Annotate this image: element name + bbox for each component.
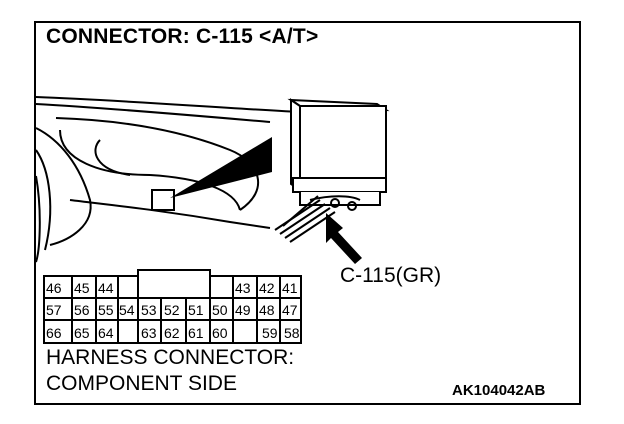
figure-code: AK104042AB bbox=[452, 382, 546, 399]
zoom-wedge bbox=[170, 137, 272, 198]
pin-60: 60 bbox=[212, 325, 228, 341]
pin-55: 55 bbox=[98, 302, 114, 318]
pin-labels: 46 45 44 43 42 41 57 56 55 54 53 52 51 5… bbox=[46, 280, 300, 341]
pin-50: 50 bbox=[212, 302, 228, 318]
pin-61: 61 bbox=[188, 325, 204, 341]
pin-44: 44 bbox=[98, 280, 114, 296]
connector-callout-label: C-115(GR) bbox=[340, 264, 442, 287]
pin-52: 52 bbox=[164, 302, 180, 318]
pin-48: 48 bbox=[259, 302, 275, 318]
pin-57: 57 bbox=[46, 302, 62, 318]
diagram-title: CONNECTOR: C-115 <A/T> bbox=[46, 25, 319, 48]
wire-harness bbox=[274, 195, 361, 243]
callout-arrow bbox=[326, 213, 362, 264]
pin-43: 43 bbox=[235, 280, 251, 296]
pin-64: 64 bbox=[98, 325, 114, 341]
pin-65: 65 bbox=[74, 325, 90, 341]
pin-49: 49 bbox=[235, 302, 251, 318]
harness-label-line2: COMPONENT SIDE bbox=[46, 372, 237, 395]
pin-54: 54 bbox=[119, 302, 135, 318]
dashboard-drawing bbox=[35, 96, 301, 263]
pin-42: 42 bbox=[259, 280, 275, 296]
pin-56: 56 bbox=[74, 302, 90, 318]
pin-45: 45 bbox=[74, 280, 90, 296]
harness-connector-face bbox=[43, 269, 302, 344]
harness-label-line1: HARNESS CONNECTOR: bbox=[46, 346, 295, 369]
diagram-frame bbox=[34, 21, 581, 405]
pin-63: 63 bbox=[141, 325, 157, 341]
pin-62: 62 bbox=[164, 325, 180, 341]
pin-66: 66 bbox=[46, 325, 62, 341]
pin-51: 51 bbox=[188, 302, 204, 318]
pin-59: 59 bbox=[262, 325, 278, 341]
pin-47: 47 bbox=[282, 302, 298, 318]
dash-connector-location bbox=[151, 189, 175, 211]
pin-41: 41 bbox=[282, 280, 298, 296]
pin-46: 46 bbox=[46, 280, 62, 296]
pin-53: 53 bbox=[141, 302, 157, 318]
control-module bbox=[287, 98, 390, 206]
pin-58: 58 bbox=[284, 325, 300, 341]
